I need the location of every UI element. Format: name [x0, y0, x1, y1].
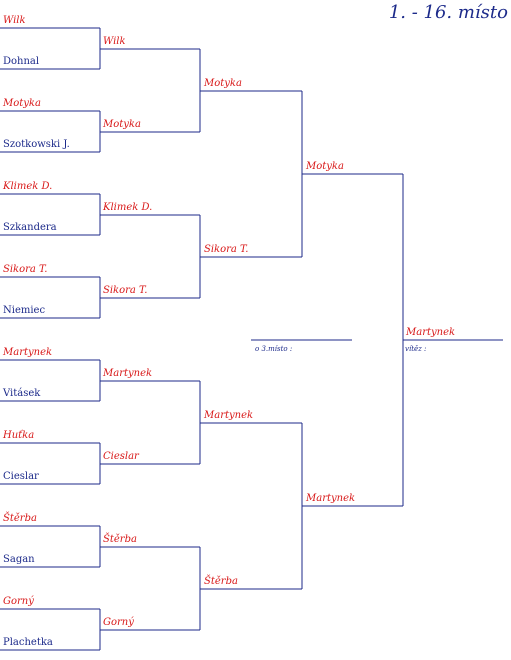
player-name: Sikora T.	[103, 285, 148, 296]
player-name: Gorný	[103, 617, 134, 628]
player-name: Huťka	[3, 430, 35, 441]
player-name: Klimek D.	[103, 202, 153, 213]
player-name: Martynek	[103, 368, 153, 379]
player-name: Martynek	[3, 347, 53, 358]
player-name: Motyka	[3, 98, 41, 109]
player-name: Plachetka	[3, 637, 53, 648]
player-name: Cieslar	[3, 471, 39, 482]
player-name: Motyka	[204, 78, 242, 89]
player-name: Sikora T.	[3, 264, 48, 275]
player-name: Sagan	[3, 554, 35, 565]
player-name: Wilk	[3, 15, 26, 26]
winner-caption: vítěz :	[405, 345, 427, 353]
player-name: Dohnal	[3, 56, 40, 67]
winner-name: Martynek	[406, 327, 456, 338]
third-place-caption: o 3.místo :	[255, 345, 293, 353]
player-name: Szotkowski J.	[3, 139, 70, 150]
page-title: 1. - 16. místo	[388, 2, 508, 23]
player-name: Gorný	[3, 596, 34, 607]
player-name: Niemiec	[3, 305, 46, 316]
player-name: Szkandera	[3, 222, 57, 233]
player-name: Wilk	[103, 36, 126, 47]
player-name: Vitásek	[3, 388, 41, 399]
player-name: Štěrba	[204, 576, 238, 587]
player-name: Štěrba	[3, 513, 37, 524]
player-name: Sikora T.	[204, 244, 249, 255]
player-name: Cieslar	[103, 451, 139, 462]
player-name: Motyka	[306, 161, 344, 172]
player-name: Klimek D.	[3, 181, 53, 192]
player-name: Martynek	[204, 410, 254, 421]
player-name: Štěrba	[103, 534, 137, 545]
player-name: Motyka	[103, 119, 141, 130]
player-name: Martynek	[306, 493, 356, 504]
